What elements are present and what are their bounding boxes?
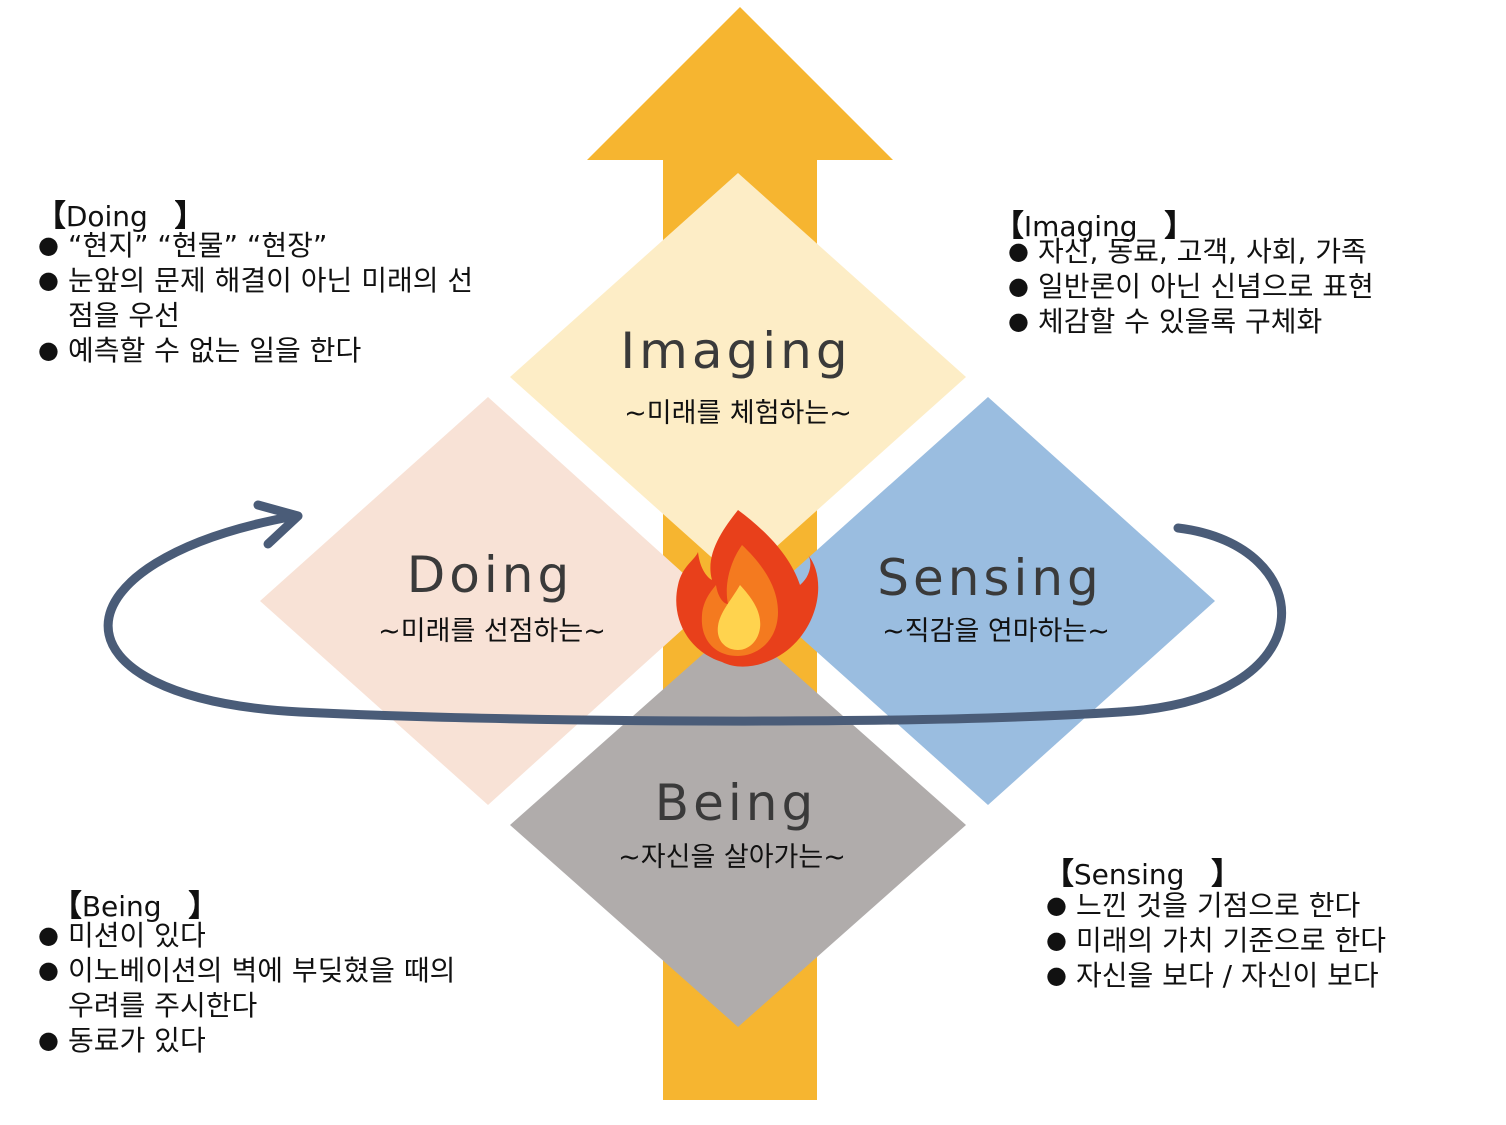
- list-item: 자신, 동료, 고객, 사회, 가족: [1008, 234, 1488, 269]
- being-title: Being: [655, 774, 817, 832]
- list-item: 일반론이 아닌 신념으로 표현: [1008, 269, 1488, 304]
- list-item: 눈앞의 문제 해결이 아닌 미래의 선점을 우선: [38, 263, 488, 333]
- list-item: 동료가 있다: [38, 1023, 458, 1058]
- list-item: 미래의 가치 기준으로 한다: [1046, 923, 1496, 958]
- being-notes-list: 미션이 있다 이노베이션의 벽에 부딪혔을 때의 우려를 주시한다 동료가 있다: [38, 918, 458, 1058]
- list-item: 예측할 수 없는 일을 한다: [38, 333, 488, 368]
- doing-title: Doing: [407, 546, 573, 604]
- sensing-subtitle: ~직감을 연마하는~: [882, 616, 1110, 647]
- sensing-diamond: [760, 397, 1215, 805]
- sensing-notes-title: 【Sensing 】: [1043, 857, 1242, 892]
- imaging-diamond: [510, 173, 966, 581]
- list-item: 자신을 보다 / 자신이 보다: [1046, 958, 1496, 993]
- cycle-arrow: [103, 511, 1125, 726]
- list-item: 미션이 있다: [38, 918, 458, 953]
- imaging-notes-list: 자신, 동료, 고객, 사회, 가족 일반론이 아닌 신념으로 표현 체감할 수…: [1008, 234, 1488, 339]
- imaging-title: Imaging: [620, 322, 851, 380]
- cycle-arrow-back: [1115, 523, 1287, 717]
- doing-diamond: [260, 397, 714, 805]
- cycle-arrowhead: [253, 500, 303, 549]
- sensing-title: Sensing: [877, 549, 1103, 607]
- being-subtitle: ~자신을 살아가는~: [618, 842, 846, 873]
- list-item: 느낀 것을 기점으로 한다: [1046, 888, 1496, 923]
- doing-notes-title: 【Doing 】: [35, 199, 205, 234]
- sensing-notes-title-text: Sensing: [1073, 858, 1185, 891]
- doing-notes-list: “현지” “현물” “현장” 눈앞의 문제 해결이 아닌 미래의 선점을 우선 …: [38, 228, 488, 368]
- imaging-subtitle: ~미래를 체험하는~: [624, 398, 852, 429]
- list-item: 체감할 수 있을록 구체화: [1008, 304, 1488, 339]
- being-notes-title: 【Being 】: [51, 889, 219, 924]
- list-item: 이노베이션의 벽에 부딪혔을 때의 우려를 주시한다: [38, 953, 458, 1023]
- doing-subtitle: ~미래를 선점하는~: [378, 616, 606, 647]
- sensing-notes-list: 느낀 것을 기점으로 한다 미래의 가치 기준으로 한다 자신을 보다 / 자신…: [1046, 888, 1496, 993]
- list-item: “현지” “현물” “현장”: [38, 228, 488, 263]
- flame-icon: [676, 510, 819, 667]
